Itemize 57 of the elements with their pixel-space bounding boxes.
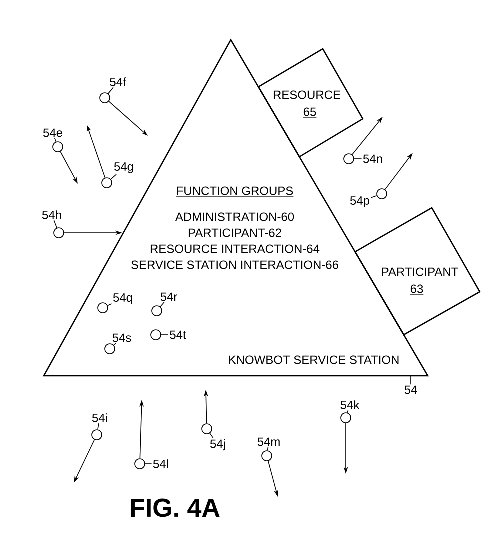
leader-line (410, 376, 412, 386)
list-item: PARTICIPANT-62 (188, 228, 282, 238)
circle-symbol (262, 450, 272, 462)
list-item: ADMINISTRATION-60 (175, 212, 294, 222)
leader-line (210, 433, 214, 439)
reference-numeral: 63 (410, 284, 424, 295)
leader-line (161, 334, 169, 336)
leader-line (370, 195, 378, 198)
leader-line (108, 87, 114, 94)
leader-line (110, 174, 117, 180)
reference-numeral: 54 (404, 386, 418, 394)
box-title: PARTICIPANT (382, 268, 458, 276)
box-title: RESOURCE (274, 90, 340, 100)
list-item: SERVICE STATION INTERACTION-66 (132, 260, 338, 270)
circle-symbol (98, 302, 108, 314)
reference-numeral: 54n (363, 154, 382, 164)
circle-symbol (54, 228, 64, 238)
leader-line (347, 410, 349, 414)
reference-numeral: 54p (350, 196, 370, 208)
leader-line (354, 158, 362, 160)
reference-numeral: 54e (43, 128, 62, 138)
circle-symbol (340, 412, 352, 424)
reference-numeral: 54g (114, 162, 134, 174)
reference-numeral: 54m (258, 438, 280, 446)
circle-symbol (134, 458, 146, 470)
circle-symbol (100, 92, 110, 104)
reference-numeral: 54h (42, 210, 62, 220)
circle-symbol (344, 154, 354, 164)
leader-line (108, 304, 112, 306)
reference-numeral: 54q (113, 294, 132, 304)
leader-line (114, 342, 117, 346)
leader-line (98, 423, 100, 430)
circle-symbol (104, 344, 116, 354)
reference-numeral: 54f (110, 78, 126, 86)
circle-symbol (92, 430, 102, 440)
reference-numeral: 54s (112, 334, 132, 342)
heading: FUNCTION GROUPS (176, 186, 294, 197)
reference-numeral: 54j (210, 439, 226, 451)
circle-symbol (202, 424, 212, 434)
circle-symbol (152, 306, 162, 316)
figure-caption: FIG. 4A (131, 498, 220, 518)
leader-line (54, 138, 57, 142)
circle-symbol (102, 178, 112, 188)
reference-numeral: 54k (340, 400, 360, 410)
reference-numeral: 54t (170, 330, 186, 340)
circle-symbol (376, 188, 388, 200)
leader-line (267, 446, 269, 452)
reference-numeral: 65 (303, 108, 317, 118)
reference-numeral: 54r (160, 292, 178, 302)
reference-numeral: 54l (153, 460, 168, 468)
leader-line (54, 220, 58, 228)
circle-symbol (52, 142, 64, 152)
shape-label: KNOWBOT SERVICE STATION (229, 356, 399, 364)
circle-symbol (150, 330, 162, 340)
leader-line (160, 302, 165, 308)
list-item: RESOURCE INTERACTION-64 (150, 244, 320, 254)
reference-numeral: 54i (92, 414, 108, 422)
